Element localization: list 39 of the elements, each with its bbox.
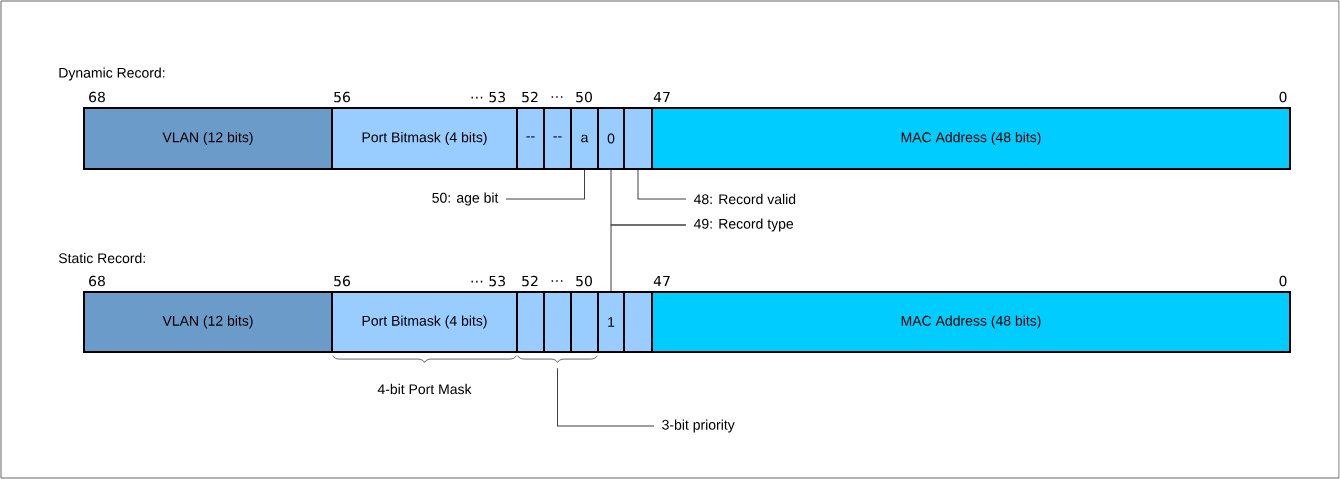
- bit-number: 52: [522, 275, 538, 287]
- bit-number: 56: [334, 91, 350, 103]
- empty-bit-cell: [543, 291, 572, 353]
- bit-number: …: [551, 96, 563, 98]
- empty-bit-cell: [570, 291, 599, 353]
- record-heading: Dynamic Record:: [59, 67, 165, 81]
- bit-number: ⋯ 53: [471, 275, 505, 287]
- bit-field-cell: --: [543, 107, 572, 170]
- bit-field-cell: VLAN (12 bits): [83, 291, 333, 353]
- bit-field-cell: MAC Address (48 bits): [651, 291, 1291, 353]
- bit-field-cell: VLAN (12 bits): [83, 107, 333, 170]
- brace: [517, 355, 598, 363]
- bit-number: …: [551, 280, 563, 282]
- brace-label: 4-bit Port Mask: [377, 383, 472, 395]
- leader-line: [610, 224, 687, 292]
- bit-number: 56: [334, 275, 350, 287]
- bit-field-cell: 1: [597, 291, 625, 353]
- bit-field-cell: 0: [597, 107, 625, 170]
- bit-number: 47: [653, 91, 670, 103]
- bit-number: ⋯ 53: [471, 91, 505, 103]
- bit-field-cell: MAC Address (48 bits): [651, 107, 1291, 170]
- callout-text: 49: Record type: [693, 218, 794, 232]
- empty-bit-cell: [623, 107, 653, 170]
- leader-line: [505, 169, 585, 200]
- bit-field-cell: --: [516, 107, 545, 170]
- bit-number: 52: [522, 91, 538, 103]
- empty-bit-cell: [516, 291, 545, 353]
- leader-line: [557, 367, 655, 427]
- empty-bit-cell: [623, 291, 653, 353]
- bit-number: 50: [576, 91, 592, 103]
- bit-number: 47: [653, 275, 670, 287]
- brace: [332, 355, 517, 363]
- record-heading: Static Record:: [58, 252, 145, 264]
- callout-text: 3-bit priority: [662, 419, 735, 433]
- callout-text: 48: Record valid: [693, 193, 796, 205]
- bit-number: 50: [576, 275, 592, 287]
- callout-text: 50: age bit: [432, 192, 499, 206]
- bit-field-cell: a: [570, 107, 599, 170]
- leader-line: [637, 169, 687, 200]
